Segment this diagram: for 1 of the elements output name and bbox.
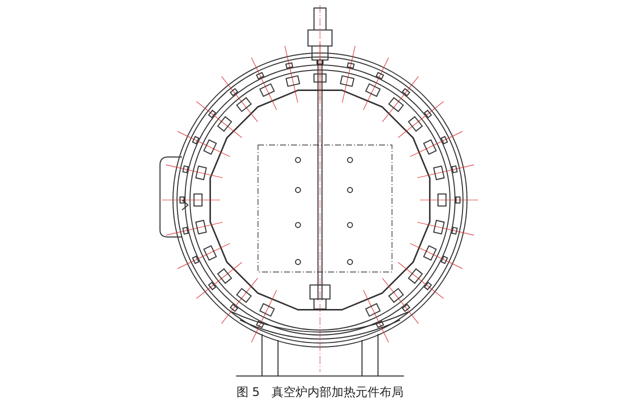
figure-caption: 图 5 真空炉内部加热元件布局 [235, 384, 405, 401]
